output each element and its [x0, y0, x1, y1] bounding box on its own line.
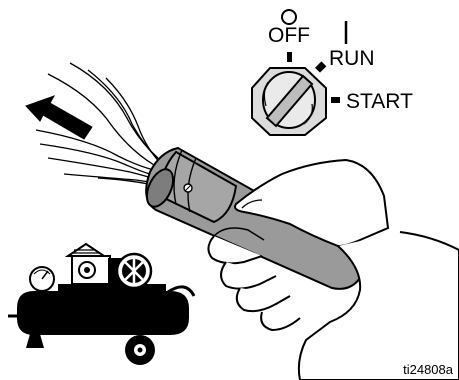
air-compressor-icon: [8, 242, 196, 365]
off-label: OFF: [268, 24, 310, 47]
hand-icon: [207, 158, 459, 380]
start-marker: [331, 97, 340, 103]
run-label: RUN: [329, 47, 375, 70]
pressure-gauge-icon: [29, 266, 55, 300]
off-symbol-circle: [281, 9, 297, 25]
run-marker: [315, 61, 327, 73]
selector-switch: OFF RUN START: [251, 9, 413, 136]
off-marker: [287, 52, 292, 62]
compressor-fan-icon: [115, 252, 153, 290]
selector-knob-icon: [251, 67, 327, 136]
figure-id: ti24808a: [403, 362, 454, 377]
start-label: START: [346, 90, 413, 113]
airflow-arrow-icon: [25, 62, 163, 189]
